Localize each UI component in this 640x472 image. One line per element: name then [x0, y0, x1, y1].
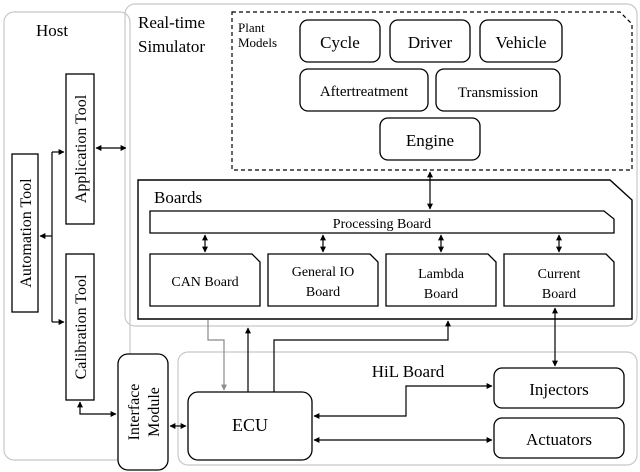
lambda-board-box[interactable] [385, 253, 497, 307]
plant-label-line1: Plant [238, 20, 265, 35]
vehicle-box[interactable] [479, 19, 563, 63]
automation-tool-label: Automation Tool [18, 178, 35, 288]
can-board-box[interactable] [149, 253, 261, 307]
cycle-label: Cycle [320, 33, 360, 52]
injectors-box[interactable] [493, 367, 625, 409]
lambda-board-label-line2: Board [424, 287, 458, 302]
engine-label: Engine [406, 131, 454, 150]
aftertreatment-label: Aftertreatment [320, 84, 409, 100]
driver-box[interactable] [389, 19, 471, 63]
current-board-label-line2: Board [542, 287, 576, 302]
actuators-box[interactable] [493, 417, 625, 459]
cycle-box[interactable] [299, 19, 381, 63]
aftertreatment-box[interactable] [299, 68, 429, 112]
ecu-box[interactable] [187, 391, 313, 461]
calibration-interface-arrow [77, 401, 117, 417]
injectors-label: Injectors [529, 380, 588, 399]
simulator-label-line2: Simulator [138, 37, 205, 56]
can-board-label: CAN Board [171, 275, 238, 290]
engine-box[interactable] [379, 117, 481, 161]
ecu-injectors-arrow [313, 383, 493, 419]
calibration-tool-label: Calibration Tool [73, 274, 90, 379]
vehicle-label: Vehicle [496, 33, 547, 52]
actuators-label: Actuators [526, 430, 592, 449]
transmission-label: Transmission [458, 85, 539, 101]
plant-models-panel [231, 11, 633, 171]
ecu-lambda-arrow [273, 320, 451, 392]
processing-board-box[interactable] [149, 210, 615, 234]
lambda-board-label-line1: Lambda [418, 267, 465, 282]
interface-module-label-line1: Interface [126, 384, 143, 441]
current-board-label-line1: Current [538, 267, 581, 282]
general-io-board-label-line2: Board [306, 285, 340, 300]
general-io-board-label-line1: General IO [292, 265, 355, 280]
hil-label: HiL Board [372, 362, 445, 381]
processing-board-label: Processing Board [333, 217, 431, 232]
simulator-label-line1: Real-time [138, 13, 205, 32]
hil-panel [177, 351, 638, 466]
interface-module-box[interactable] [117, 353, 169, 471]
current-board-box[interactable] [503, 253, 615, 307]
general-io-board-box[interactable] [267, 253, 379, 307]
ecu-label: ECU [232, 415, 268, 435]
automation-tool-box[interactable] [11, 153, 39, 313]
host-panel [3, 11, 131, 461]
driver-label: Driver [408, 33, 453, 52]
calibration-tool-box[interactable] [65, 253, 95, 401]
application-tool-label: Application Tool [73, 94, 90, 203]
host-label: Host [36, 21, 68, 40]
boards-label: Boards [154, 188, 202, 207]
interface-module-label-line2: Module [146, 387, 163, 437]
plant-label-line2: Models [238, 35, 277, 50]
transmission-box[interactable] [435, 68, 561, 112]
can-ecu-arrow [207, 320, 227, 391]
simulator-panel [124, 3, 638, 327]
application-tool-box[interactable] [65, 73, 95, 225]
